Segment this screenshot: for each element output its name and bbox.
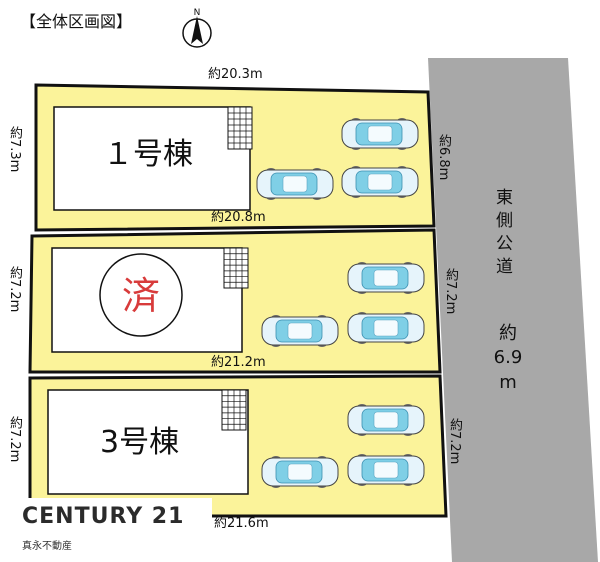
car-2c xyxy=(347,312,425,344)
car-1c xyxy=(341,166,419,198)
company-logo: CENTURY 21 真永不動産 xyxy=(14,498,212,560)
lot-3-bottom-dimension: 約21.6m xyxy=(214,516,269,531)
lot-2-bottom-dimension: 約21.2m xyxy=(211,355,266,370)
car-1b xyxy=(256,168,334,200)
sold-stamp-circle xyxy=(99,253,183,337)
car-1a xyxy=(341,118,419,150)
stair-grid-1 xyxy=(227,106,253,150)
lot-3-left-dimension: 約7.2m xyxy=(7,416,22,463)
car-3c xyxy=(347,454,425,486)
east-road xyxy=(428,58,598,562)
building-1-footprint xyxy=(53,106,251,211)
car-3a xyxy=(347,404,425,436)
stair-grid-3 xyxy=(221,389,247,431)
road-name: 東側公道 xyxy=(492,188,512,280)
svg-text:N: N xyxy=(194,8,201,18)
lot-3-right-dimension: 約7.2m xyxy=(447,418,462,465)
car-2a xyxy=(347,262,425,294)
lot-1-right-dimension: 約6.8m xyxy=(436,134,451,181)
north-arrow-icon: N xyxy=(182,8,212,48)
lot-1-bottom-dimension: 約20.8m xyxy=(211,210,266,225)
page-title: 【全体区画図】 xyxy=(20,12,133,31)
car-3b xyxy=(261,456,339,488)
logo-brand: CENTURY 21 xyxy=(22,504,185,529)
lot-2-right-dimension: 約7.2m xyxy=(443,268,458,315)
lot-1-left-dimension: 約7.3m xyxy=(7,126,22,173)
lot-1-top-dimension: 約20.3m xyxy=(208,67,263,82)
stair-grid-2 xyxy=(223,247,249,289)
sold-mark: 済 xyxy=(122,274,160,318)
car-2b xyxy=(261,315,339,347)
building-1-label: １号棟 xyxy=(103,137,193,172)
road-width: 約 6.9 m xyxy=(493,323,523,393)
logo-company: 真永不動産 xyxy=(22,541,72,552)
lot-2-left-dimension: 約7.2m xyxy=(7,266,22,313)
building-3-footprint xyxy=(47,389,249,495)
building-3-label: 3号棟 xyxy=(100,425,180,460)
